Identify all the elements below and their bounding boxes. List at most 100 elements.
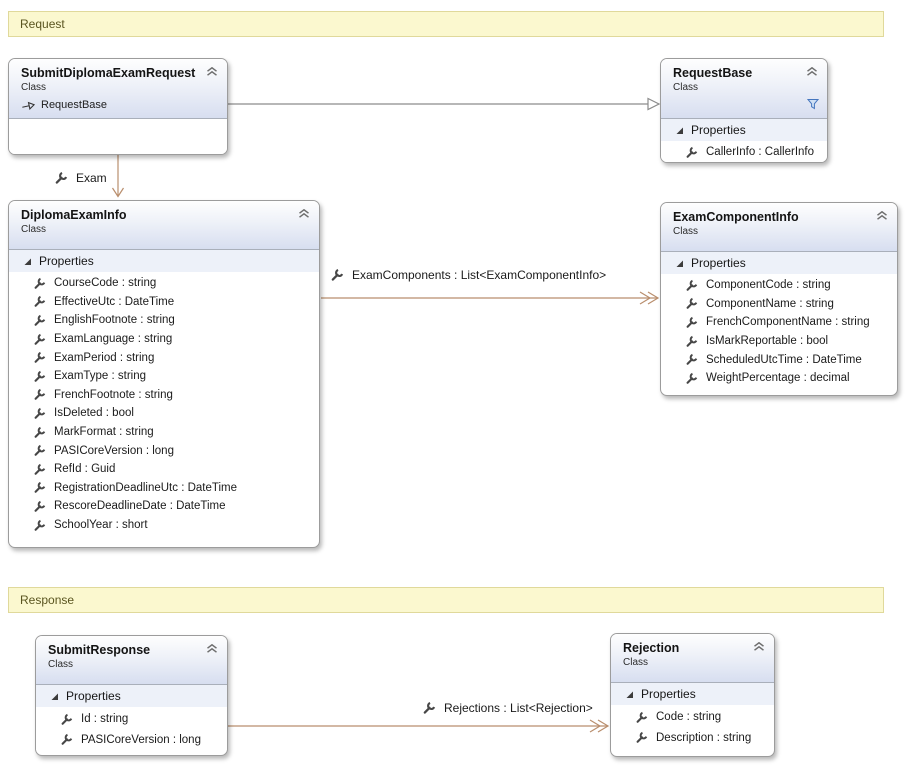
- property-text: IsMarkReportable : bool: [706, 335, 829, 348]
- class-box-requestbase[interactable]: RequestBase Class Properties CallerInfo …: [660, 58, 828, 163]
- property-text: FrenchFootnote : string: [54, 388, 173, 401]
- properties-section-header[interactable]: Properties: [661, 119, 827, 141]
- property-row[interactable]: IsDeleted : bool: [9, 404, 319, 423]
- property-row[interactable]: FrenchComponentName : string: [661, 313, 897, 332]
- property-text: Id : string: [81, 713, 129, 726]
- section-label: Properties: [641, 687, 696, 701]
- property-row[interactable]: PASICoreVersion : long: [36, 730, 227, 751]
- class-header[interactable]: DiplomaExamInfo Class: [9, 201, 319, 250]
- wrench-icon: [685, 372, 698, 385]
- wrench-icon: [33, 351, 46, 364]
- wrench-icon: [33, 295, 46, 308]
- property-text: ExamLanguage : string: [54, 333, 173, 346]
- base-class-row[interactable]: RequestBase: [21, 99, 217, 111]
- property-row[interactable]: RescoreDeadlineDate : DateTime: [9, 497, 319, 516]
- property-text: FrenchComponentName : string: [706, 316, 870, 329]
- expander-icon[interactable]: [675, 126, 684, 135]
- class-box-submitresponse[interactable]: SubmitResponse Class Properties Id : str…: [35, 635, 228, 756]
- property-row[interactable]: ExamLanguage : string: [9, 330, 319, 349]
- wrench-icon: [33, 444, 46, 457]
- property-row[interactable]: EffectiveUtc : DateTime: [9, 293, 319, 312]
- property-row[interactable]: WeightPercentage : decimal: [661, 369, 897, 388]
- property-text: ComponentName : string: [706, 297, 834, 310]
- expander-icon[interactable]: [23, 257, 32, 266]
- class-box-diplomaexaminfo[interactable]: DiplomaExamInfo Class Properties CourseC…: [8, 200, 320, 548]
- properties-section-header[interactable]: Properties: [611, 683, 774, 705]
- properties-section-header[interactable]: Properties: [9, 250, 319, 272]
- association-label-rejections[interactable]: Rejections : List<Rejection>: [422, 701, 593, 715]
- property-row[interactable]: ExamType : string: [9, 367, 319, 386]
- collapse-chevron-icon[interactable]: [206, 66, 218, 76]
- association-label-text: Exam: [76, 171, 107, 185]
- group-header-request[interactable]: Request: [8, 11, 884, 37]
- class-box-rejection[interactable]: Rejection Class Properties Code : string: [610, 633, 775, 757]
- inheritance-icon: [21, 100, 36, 110]
- property-row[interactable]: PASICoreVersion : long: [9, 441, 319, 460]
- property-row[interactable]: CallerInfo : CallerInfo: [661, 143, 827, 162]
- rejections-association-connector[interactable]: [228, 719, 610, 733]
- collapse-chevron-icon[interactable]: [206, 643, 218, 653]
- wrench-icon: [33, 333, 46, 346]
- wrench-icon: [33, 407, 46, 420]
- association-label-exam[interactable]: Exam: [54, 171, 107, 185]
- property-row[interactable]: SchoolYear : short: [9, 516, 319, 535]
- properties-section-header[interactable]: Properties: [661, 252, 897, 274]
- filter-icon[interactable]: [806, 98, 820, 110]
- class-name: SubmitDiplomaExamRequest: [21, 66, 196, 80]
- expander-icon[interactable]: [675, 259, 684, 268]
- exam-components-association-connector[interactable]: [321, 291, 660, 305]
- class-header[interactable]: Rejection Class: [611, 634, 774, 683]
- class-kind: Class: [673, 82, 699, 93]
- class-header[interactable]: ExamComponentInfo Class: [661, 203, 897, 252]
- property-text: MarkFormat : string: [54, 426, 154, 439]
- property-row[interactable]: IsMarkReportable : bool: [661, 332, 897, 351]
- property-row[interactable]: ComponentCode : string: [661, 276, 897, 295]
- property-row[interactable]: Description : string: [611, 728, 774, 749]
- class-name: Rejection: [623, 641, 680, 655]
- exam-association-connector[interactable]: [111, 155, 125, 198]
- class-name: SubmitResponse: [48, 643, 151, 657]
- property-text: RescoreDeadlineDate : DateTime: [54, 500, 226, 513]
- association-label-examcomponents[interactable]: ExamComponents : List<ExamComponentInfo>: [330, 268, 606, 282]
- wrench-icon: [33, 426, 46, 439]
- wrench-icon: [685, 316, 698, 329]
- expander-icon[interactable]: [50, 692, 59, 701]
- property-row[interactable]: FrenchFootnote : string: [9, 386, 319, 405]
- class-header[interactable]: SubmitDiplomaExamRequest Class RequestBa…: [9, 59, 227, 119]
- group-header-response[interactable]: Response: [8, 587, 884, 613]
- section-label: Properties: [39, 254, 94, 268]
- property-row[interactable]: RefId : Guid: [9, 460, 319, 479]
- wrench-icon: [685, 146, 698, 159]
- property-row[interactable]: ScheduledUtcTime : DateTime: [661, 350, 897, 369]
- wrench-icon: [635, 731, 648, 744]
- section-label: Properties: [66, 689, 121, 703]
- property-row[interactable]: Code : string: [611, 707, 774, 728]
- class-box-examcomponentinfo[interactable]: ExamComponentInfo Class Properties Compo…: [660, 202, 898, 396]
- section-label: Properties: [691, 256, 746, 270]
- property-text: PASICoreVersion : long: [81, 733, 201, 746]
- wrench-icon: [60, 733, 73, 746]
- property-row[interactable]: MarkFormat : string: [9, 423, 319, 442]
- property-row[interactable]: Id : string: [36, 709, 227, 730]
- collapse-chevron-icon[interactable]: [298, 208, 310, 218]
- association-label-text: Rejections : List<Rejection>: [444, 701, 593, 715]
- property-row[interactable]: RegistrationDeadlineUtc : DateTime: [9, 479, 319, 498]
- inheritance-connector[interactable]: [228, 97, 661, 111]
- property-text: Description : string: [656, 731, 752, 744]
- association-label-text: ExamComponents : List<ExamComponentInfo>: [352, 268, 607, 282]
- properties-section-header[interactable]: Properties: [36, 685, 227, 707]
- expander-icon[interactable]: [625, 690, 634, 699]
- wrench-icon: [635, 711, 648, 724]
- collapse-chevron-icon[interactable]: [876, 210, 888, 220]
- property-row[interactable]: CourseCode : string: [9, 274, 319, 293]
- class-header[interactable]: SubmitResponse Class: [36, 636, 227, 685]
- property-text: WeightPercentage : decimal: [706, 372, 850, 385]
- property-row[interactable]: EnglishFootnote : string: [9, 311, 319, 330]
- property-row[interactable]: ComponentName : string: [661, 295, 897, 314]
- collapse-chevron-icon[interactable]: [753, 641, 765, 651]
- property-row[interactable]: ExamPeriod : string: [9, 348, 319, 367]
- collapse-chevron-icon[interactable]: [806, 66, 818, 76]
- wrench-icon: [33, 500, 46, 513]
- class-header[interactable]: RequestBase Class: [661, 59, 827, 119]
- class-box-submitdiplomaexamrequest[interactable]: SubmitDiplomaExamRequest Class RequestBa…: [8, 58, 228, 155]
